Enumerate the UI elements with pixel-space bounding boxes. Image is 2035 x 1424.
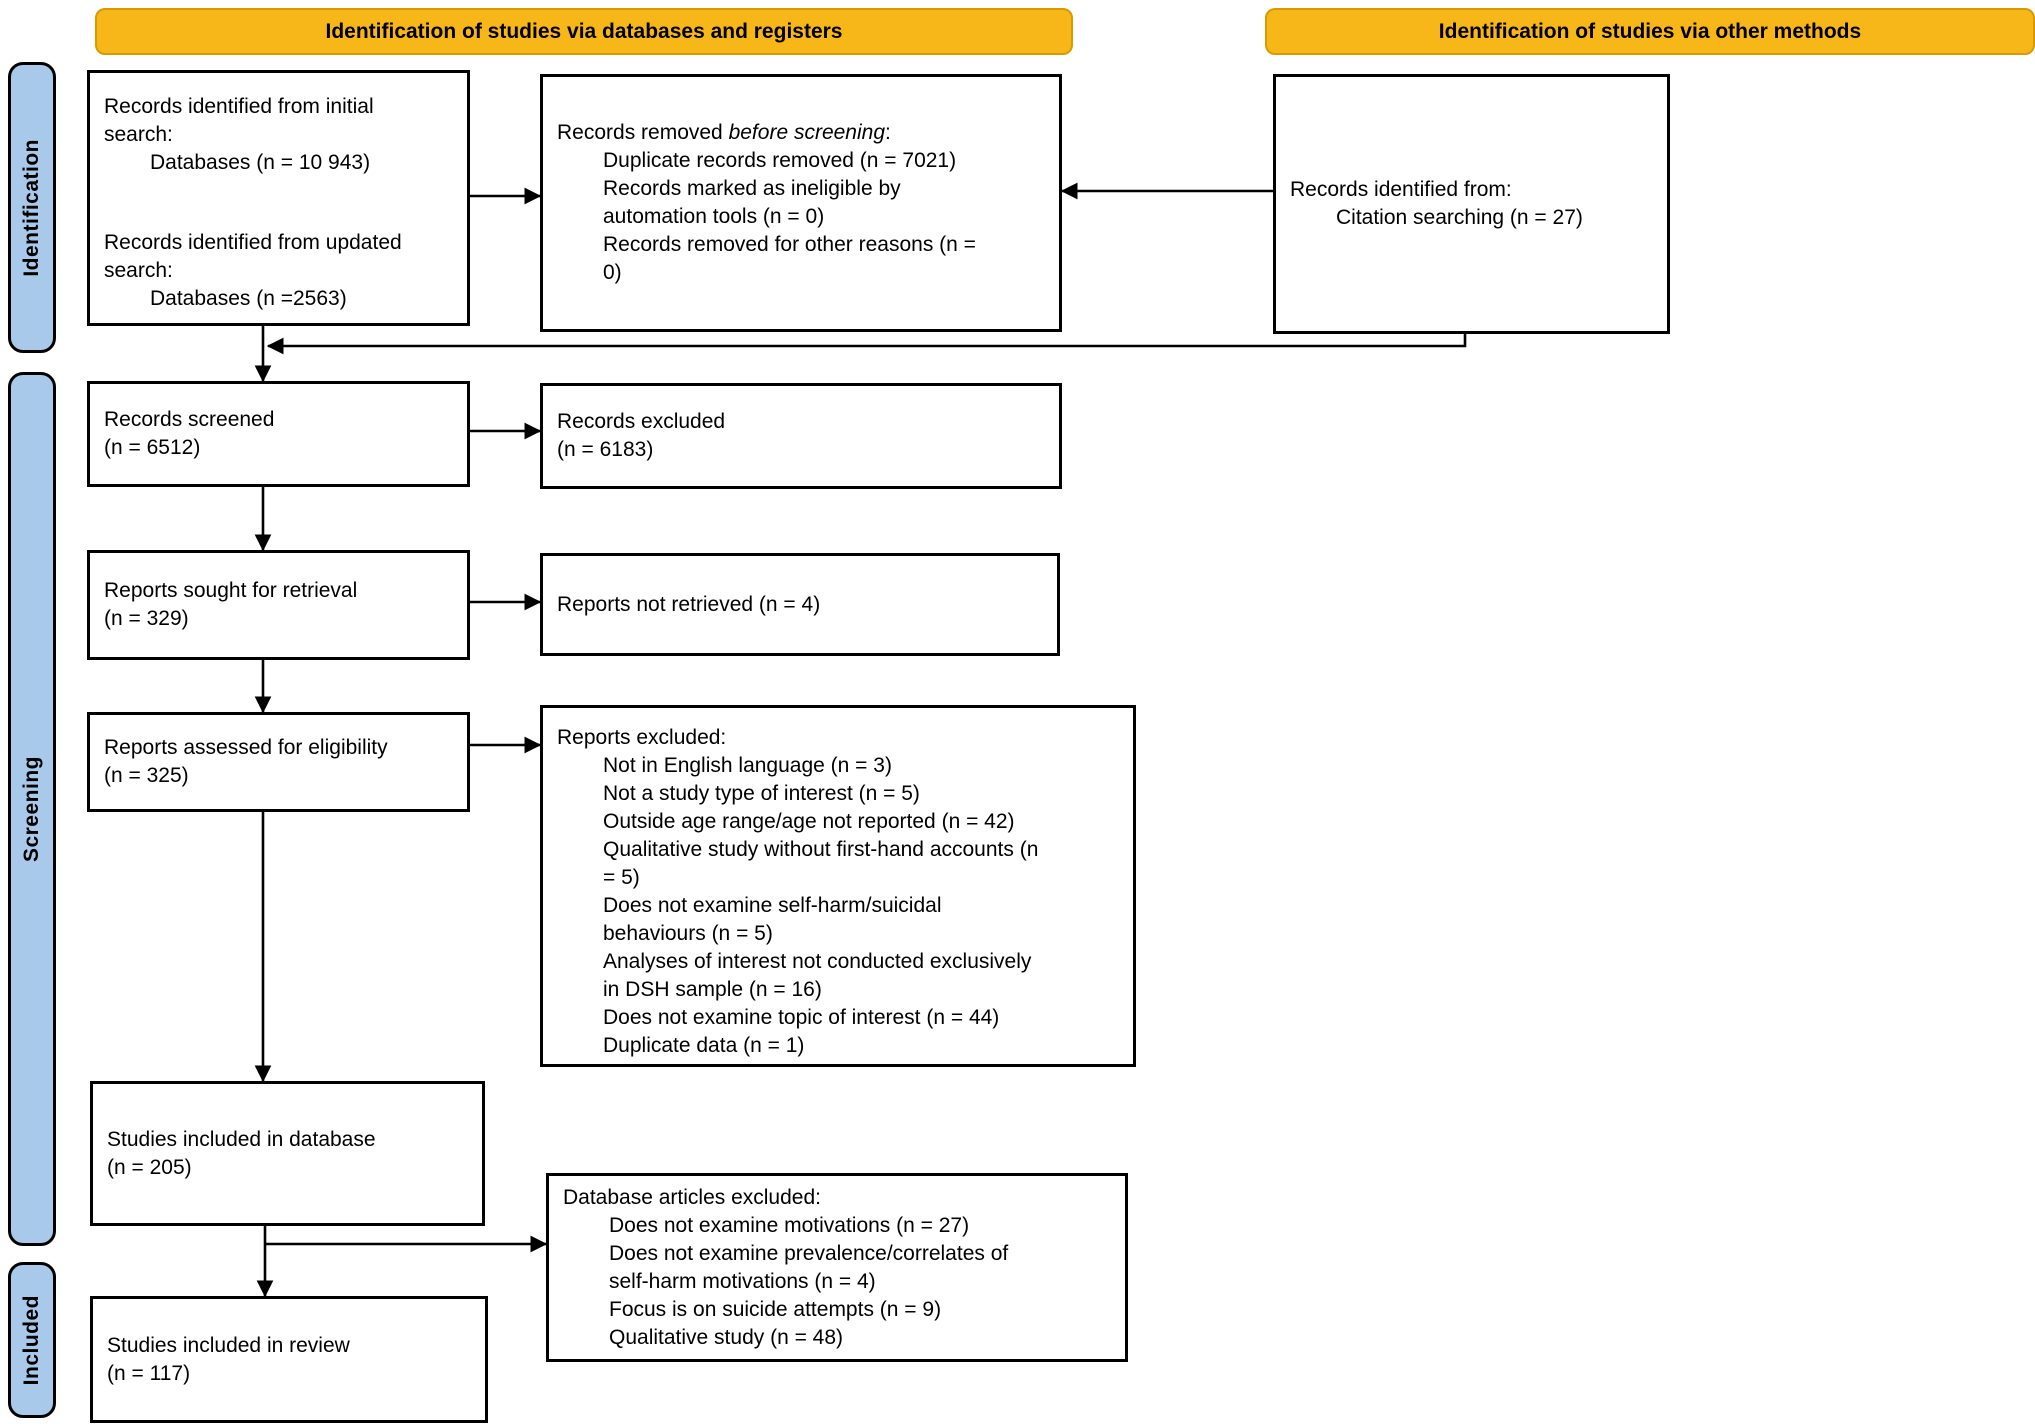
box-records-excluded: Records excluded (n = 6183) — [540, 383, 1062, 489]
text-line: Records identified from initial — [104, 95, 374, 118]
text-line: Reports sought for retrieval — [104, 579, 358, 602]
text-line: automation tools (n = 0) — [603, 205, 825, 228]
text-line: Focus is on suicide attempts (n = 9) — [609, 1297, 942, 1321]
header-databases-registers: Identification of studies via databases … — [95, 8, 1073, 55]
text-line: 0) — [603, 261, 622, 284]
text-line: Does not examine prevalence/correlates o… — [609, 1241, 1009, 1265]
stage-identification-label: Identification — [20, 138, 43, 277]
text-line: (n = 329) — [104, 607, 189, 630]
stage-included-label: Included — [20, 1294, 43, 1386]
text-line: Not in English language (n = 3) — [603, 754, 892, 777]
text-line: Analyses of interest not conducted exclu… — [603, 950, 1032, 973]
text-line: Records excluded — [557, 410, 726, 433]
text-line: = 5) — [603, 866, 640, 889]
text-line: in DSH sample (n = 16) — [603, 978, 822, 1001]
text-line: Citation searching (n = 27) — [1336, 206, 1583, 229]
text-line: Records removed before screening: — [557, 119, 1045, 147]
box-reports-assessed: Reports assessed for eligibility (n = 32… — [87, 712, 470, 812]
text-line: Does not examine motivations (n = 27) — [609, 1213, 970, 1237]
box-records-identified: Records identified from initial search: … — [87, 70, 470, 326]
text-line: Outside age range/age not reported (n = … — [603, 810, 1015, 833]
box-records-removed: Records removed before screening: Duplic… — [540, 74, 1062, 332]
text-line: Reports assessed for eligibility — [104, 736, 388, 759]
stage-included: Included — [8, 1262, 56, 1418]
box-studies-review: Studies included in review (n = 117) — [90, 1296, 488, 1423]
title-emphasis: before screening — [728, 121, 886, 144]
box-citation-searching: Records identified from: Citation search… — [1273, 74, 1670, 334]
arrow-citation-merge — [266, 334, 1467, 355]
box-reports-not-retrieved: Reports not retrieved (n = 4) — [540, 553, 1060, 656]
text-line: Databases (n = 10 943) — [150, 151, 371, 174]
text-line: (n = 205) — [107, 1155, 192, 1179]
text-line: search: — [104, 259, 173, 282]
text-line: Studies included in review — [107, 1333, 350, 1357]
text-line: search: — [104, 123, 173, 146]
box-records-screened: Records screened (n = 6512) — [87, 381, 470, 487]
text-line: Records removed for other reasons (n = — [603, 233, 976, 256]
text-line: Database articles excluded: — [563, 1185, 821, 1209]
stage-identification: Identification — [8, 62, 56, 353]
box-reports-sought: Reports sought for retrieval (n = 329) — [87, 550, 470, 660]
text-line: (n = 117) — [107, 1361, 191, 1385]
stage-screening-label: Screening — [20, 755, 43, 863]
text-line: (n = 6512) — [104, 436, 201, 459]
text-line: self-harm motivations (n = 4) — [609, 1269, 876, 1293]
text-line: Not a study type of interest (n = 5) — [603, 782, 920, 805]
text-line: Duplicate data (n = 1) — [603, 1034, 805, 1057]
text-line: Records marked as ineligible by — [603, 177, 901, 200]
text-line: Records screened — [104, 408, 275, 431]
text-line: Studies included in database — [107, 1127, 376, 1151]
text-line: Databases (n =2563) — [150, 287, 347, 310]
text-line: (n = 325) — [104, 764, 189, 787]
header-other-methods: Identification of studies via other meth… — [1265, 8, 2035, 55]
text-line: Qualitative study (n = 48) — [609, 1325, 844, 1349]
text-line: Duplicate records removed (n = 7021) — [603, 149, 957, 172]
text-line: Records identified from: — [1290, 178, 1512, 201]
text-line: Qualitative study without first-hand acc… — [603, 838, 1039, 861]
text-line: Records identified from updated — [104, 231, 402, 254]
box-database-articles-excluded: Database articles excluded: Does not exa… — [546, 1173, 1128, 1362]
box-reports-excluded-reasons: Reports excluded: Not in English languag… — [540, 705, 1136, 1067]
text-line: (n = 6183) — [557, 438, 654, 461]
text-line: Reports excluded: — [557, 726, 727, 749]
box-studies-database: Studies included in database (n = 205) — [90, 1081, 485, 1226]
text-line: Does not examine topic of interest (n = … — [603, 1006, 1000, 1029]
title-prefix: Records removed — [557, 121, 729, 144]
text-line: Does not examine self-harm/suicidal — [603, 894, 942, 917]
text-line: Reports not retrieved (n = 4) — [557, 592, 821, 616]
text-line: behaviours (n = 5) — [603, 922, 773, 945]
title-suffix: : — [885, 121, 891, 144]
stage-screening: Screening — [8, 372, 56, 1246]
